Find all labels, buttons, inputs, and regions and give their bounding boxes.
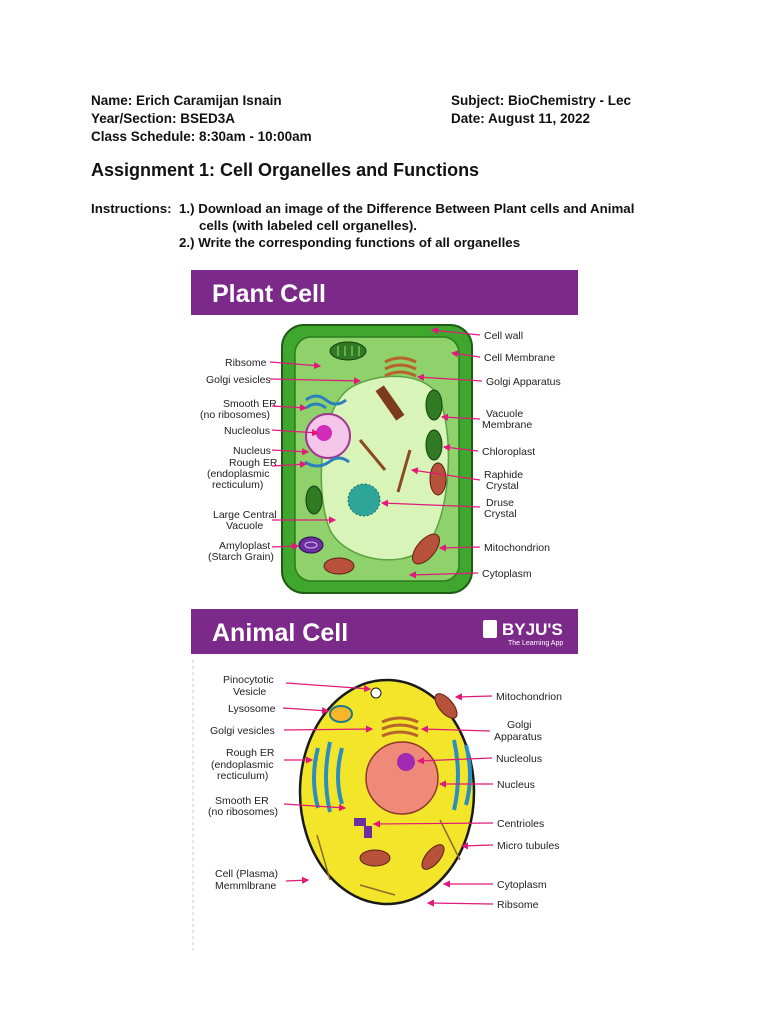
label-rough-er: Rough ER (229, 457, 278, 469)
label-rough-er-animal-sub1: (endoplasmic (211, 759, 273, 771)
label-rough-er-sub1: (endoplasmic (207, 468, 269, 480)
label-smooth-er: Smooth ER (223, 398, 277, 410)
label-raphide-1: Raphide (484, 469, 523, 481)
label-cell-membrane: Cell Membrane (484, 352, 555, 364)
label-golgi-animal-1: Golgi (507, 719, 532, 731)
animal-left-labels: Pinocytotic Vesicle Lysosome Golgi vesic… (208, 674, 374, 892)
date: Date: August 11, 2022 (451, 111, 591, 126)
label-amyloplast: Amyloplast (219, 540, 270, 552)
label-mitochondrion: Mitochondrion (484, 542, 550, 554)
label-golgi-vesicles: Golgi vesicles (206, 374, 271, 386)
label-cytoplasm: Cytoplasm (482, 568, 532, 580)
label-smooth-er-animal-sub: (no ribosomes) (208, 806, 278, 818)
label-golgi-animal-2: Apparatus (494, 731, 542, 743)
animal-cell-figure: Animal Cell BYJU'S The Learning App (191, 609, 578, 950)
label-golgi-vesicles-animal: Golgi vesicles (210, 725, 275, 737)
subject: Subject: BioChemistry - Lec (451, 93, 632, 108)
animal-nucleus-shape (365, 741, 439, 815)
label-druse-1: Druse (486, 497, 514, 509)
student-name: Name: Erich Caramijan Isnain (91, 93, 282, 108)
label-smooth-er-sub: (no ribosomes) (200, 409, 270, 421)
label-lysosome: Lysosome (228, 703, 276, 715)
label-nucleolus: Nucleolus (224, 425, 270, 437)
assignment-title: Assignment 1: Cell Organelles and Functi… (91, 160, 480, 180)
animal-cell-banner (191, 609, 578, 654)
label-nucleus-animal: Nucleus (497, 779, 535, 791)
label-chloroplast: Chloroplast (482, 446, 535, 458)
label-mitochondrion-animal: Mitochondrion (496, 691, 562, 703)
label-large-central: Large Central (213, 509, 277, 521)
plant-cell-figure: Plant Cell (191, 270, 578, 594)
plant-right-labels: Cell wall Cell Membrane Golgi Apparatus … (380, 327, 561, 580)
label-starch-grain: (Starch Grain) (208, 551, 274, 563)
student-info: Name: Erich Caramijan Isnain Year/Sectio… (91, 92, 431, 146)
plant-cell-banner (191, 270, 578, 315)
label-raphide-2: Crystal (486, 480, 519, 492)
label-nucleus: Nucleus (233, 445, 271, 457)
label-pinocytotic-1: Pinocytotic (223, 674, 274, 686)
label-rough-er-animal: Rough ER (226, 747, 275, 759)
label-vacuole-membrane-1: Vacuole (486, 408, 523, 420)
label-ribsome: Ribsome (225, 357, 267, 369)
label-cell-wall: Cell wall (484, 330, 523, 342)
label-cell-plasma-1: Cell (Plasma) (215, 868, 278, 880)
label-vacuole: Vacuole (226, 520, 263, 532)
label-vacuole-membrane-2: Membrane (482, 419, 532, 431)
plant-left-labels: Ribsome Golgi vesicles Smooth ER (no rib… (200, 357, 362, 563)
label-centrioles: Centrioles (497, 818, 544, 830)
label-ribsome-animal: Ribsome (497, 899, 539, 911)
animal-nucleolus-shape (397, 753, 415, 771)
label-rough-er-sub2: recticulum) (212, 479, 263, 491)
label-smooth-er-animal: Smooth ER (215, 795, 269, 807)
label-micro-tubules: Micro tubules (497, 840, 559, 852)
label-pinocytotic-2: Vesicle (233, 686, 266, 698)
subject-info: Subject: BioChemistry - Lec Date: August… (451, 92, 711, 128)
brand-name: BYJU'S (502, 620, 563, 639)
label-rough-er-animal-sub2: recticulum) (217, 770, 268, 782)
instruction-1: 1.) Download an image of the Difference … (179, 201, 635, 216)
label-nucleolus-animal: Nucleolus (496, 753, 542, 765)
byjus-logo-icon (483, 620, 497, 638)
chloroplast-shape (329, 341, 367, 361)
year-section: Year/Section: BSED3A (91, 111, 236, 126)
label-golgi-apparatus: Golgi Apparatus (486, 376, 561, 388)
class-schedule: Class Schedule: 8:30am - 10:00am (91, 129, 312, 144)
label-cell-plasma-2: Memmlbrane (215, 880, 276, 892)
label-druse-2: Crystal (484, 508, 517, 520)
label-cytoplasm-animal: Cytoplasm (497, 879, 547, 891)
animal-right-labels: Mitochondrion Golgi Apparatus Nucleolus … (372, 691, 562, 911)
instructions-label: Instructions: (91, 201, 172, 216)
brand-subtitle: The Learning App (508, 640, 563, 647)
animal-cell-title: Animal Cell (212, 619, 348, 647)
plant-cell-title: Plant Cell (212, 280, 326, 308)
instruction-2: 2.) Write the corresponding functions of… (179, 235, 521, 250)
instruction-1-cont: cells (with labeled cell organelles). (199, 218, 417, 233)
